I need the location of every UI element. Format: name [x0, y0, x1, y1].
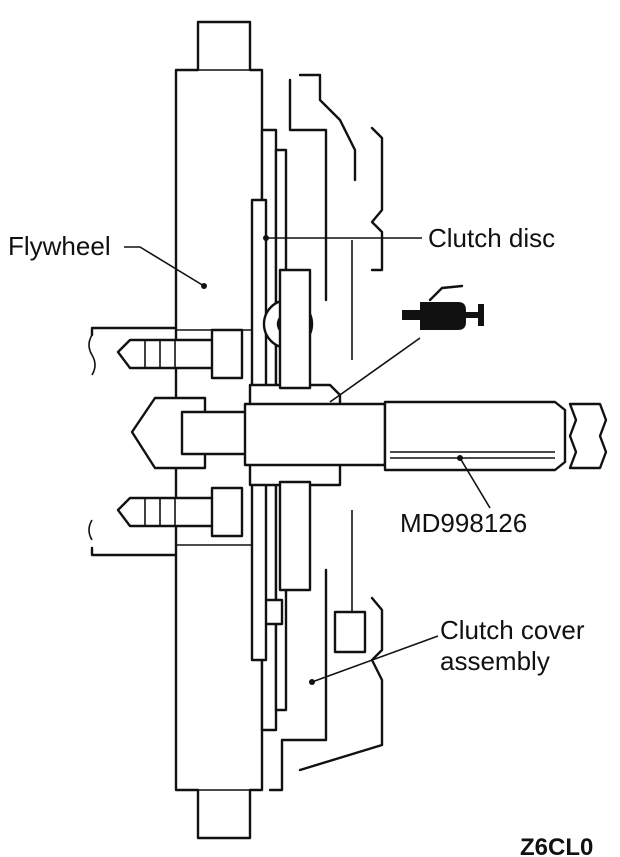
clutch-cover-label-line1: Clutch cover: [440, 615, 585, 645]
leader-lines: [124, 235, 491, 685]
clutch-disc-label: Clutch disc: [428, 223, 555, 253]
grease-gun-icon: [402, 284, 484, 330]
clutch-cover-label-line2: assembly: [440, 646, 550, 676]
lower-bolt: [116, 486, 244, 538]
tool-label: MD998126: [400, 508, 527, 538]
alignment-tool: [243, 400, 608, 472]
pilot-nose: [130, 396, 256, 470]
figure-code: Z6CL0: [520, 834, 593, 857]
upper-bolt: [116, 328, 244, 380]
flywheel-label: Flywheel: [8, 231, 111, 261]
